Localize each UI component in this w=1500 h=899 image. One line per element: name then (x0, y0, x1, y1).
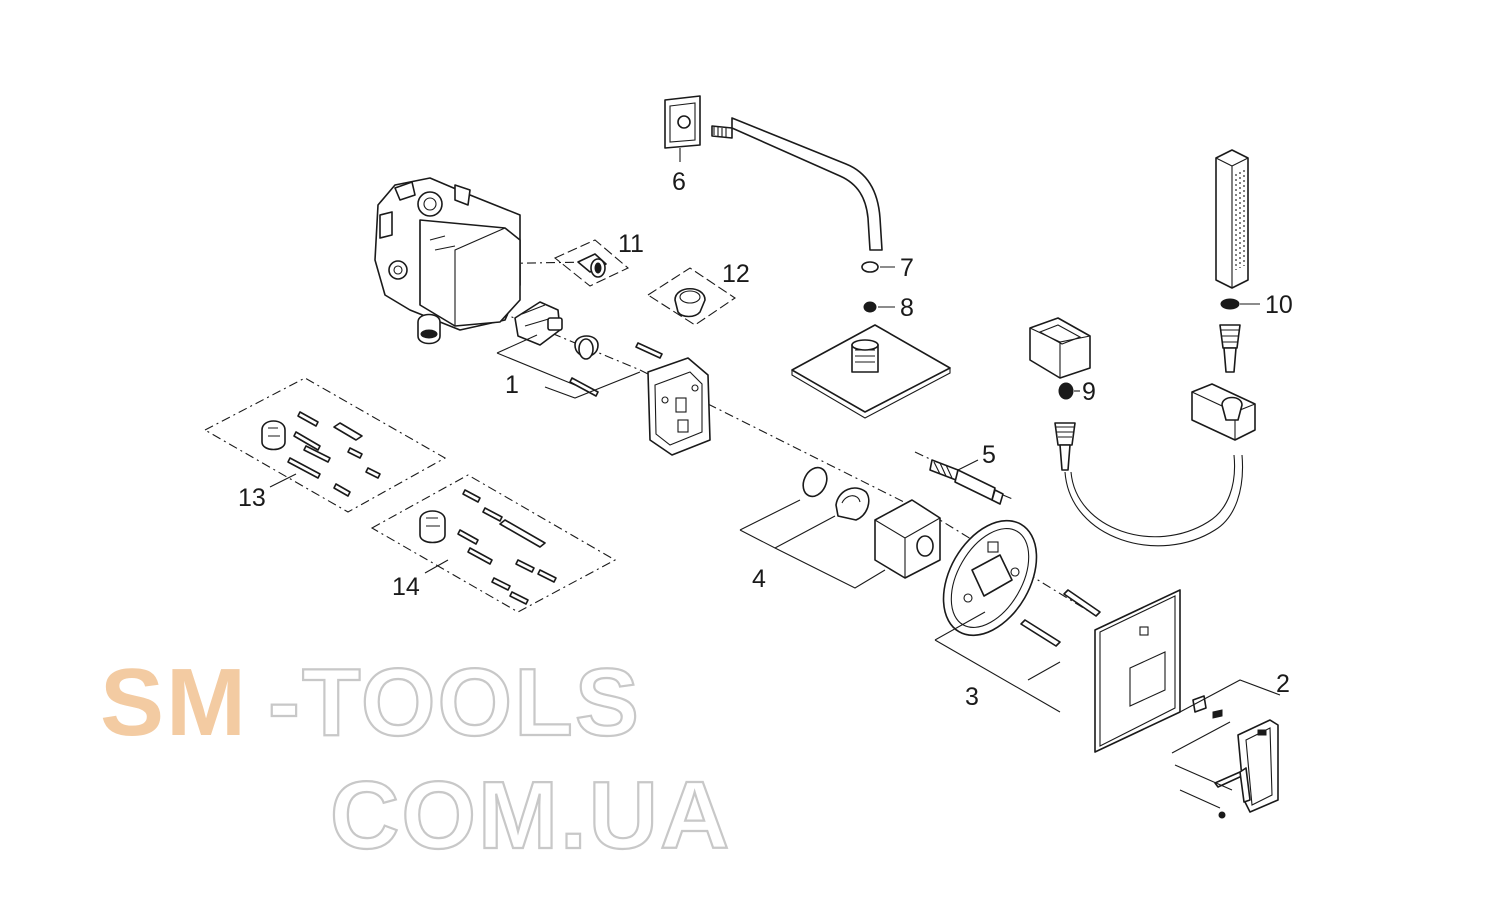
label-4: 4 (752, 565, 766, 593)
shower-hose (1054, 422, 1244, 547)
escutcheon (1094, 589, 1181, 753)
round-trim (942, 519, 1038, 637)
shower-arm (664, 95, 883, 251)
watermark: SM -TOOLS COM.UA (100, 648, 731, 870)
label-1: 1 (505, 371, 519, 399)
label-10: 10 (1265, 291, 1293, 319)
screws-3 (1020, 589, 1101, 647)
label-3: 3 (965, 683, 979, 711)
leader-14 (424, 559, 449, 574)
leader-13 (269, 473, 297, 488)
label-5: 5 (982, 441, 996, 469)
part-12 (646, 267, 736, 326)
watermark-domain: COM.UA (330, 762, 731, 869)
label-6: 6 (672, 168, 686, 196)
mounting-plate (647, 357, 711, 456)
watermark-tools: -TOOLS (268, 649, 641, 756)
label-8: 8 (900, 294, 914, 322)
part-11 (553, 239, 630, 287)
ball-joint-8 (863, 301, 877, 313)
kit-14 (370, 474, 617, 613)
bracket-4 (739, 499, 886, 589)
bracket-1 (496, 334, 641, 399)
position-labels: 1 2 3 4 5 6 7 8 9 10 11 12 13 14 (238, 168, 1293, 711)
head-shower (791, 324, 951, 419)
hand-shower-10 (1191, 149, 1256, 441)
label-13: 13 (238, 484, 266, 512)
leader-5 (957, 459, 979, 471)
watermark-sm: SM (100, 649, 248, 756)
concealed-body (374, 177, 521, 345)
cartridge (514, 301, 599, 360)
axis-5 (914, 451, 1016, 501)
spindle-5 (929, 459, 1004, 505)
bracket-2 (1171, 679, 1281, 809)
label-2: 2 (1276, 670, 1290, 698)
wall-outlet-9 (1029, 317, 1091, 400)
label-12: 12 (722, 260, 750, 288)
leaders-7-8 (878, 266, 895, 308)
label-7: 7 (900, 254, 914, 282)
bracket-3 (934, 611, 1061, 713)
label-14: 14 (392, 573, 420, 601)
kit-13 (203, 377, 447, 513)
washer-7 (861, 261, 879, 273)
label-9: 9 (1082, 378, 1096, 406)
lever-2 (1192, 695, 1279, 819)
label-11: 11 (618, 230, 644, 258)
group-4 (802, 466, 941, 579)
